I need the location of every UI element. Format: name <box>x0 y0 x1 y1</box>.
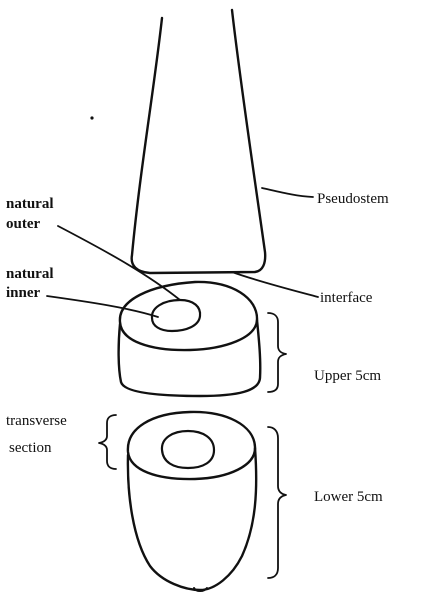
lower-top-ellipse <box>128 412 255 479</box>
lower-inner-ring <box>162 431 214 468</box>
natural-outer-label-1: natural <box>6 196 54 212</box>
pseudostem-shape <box>132 10 266 273</box>
lower-section <box>128 412 256 591</box>
upper-inner-ring <box>152 300 200 331</box>
natural-inner-label-1: natural <box>6 266 54 282</box>
natural-inner-leader <box>47 296 158 317</box>
pseudostem-leader <box>262 188 313 197</box>
transverse-label-1: transverse <box>6 413 67 429</box>
lower-bracket <box>268 427 286 578</box>
transverse-bracket <box>99 415 116 469</box>
natural-outer-leader <box>58 226 180 300</box>
pseudostem-label: Pseudostem <box>317 191 389 207</box>
upper-top-ellipse <box>120 282 257 350</box>
interface-label: interface <box>320 290 373 306</box>
transverse-label-2: section <box>9 440 52 456</box>
stray-dot <box>90 116 93 119</box>
upper-label: Upper 5cm <box>314 368 381 384</box>
natural-outer-label-2: outer <box>6 216 40 232</box>
lower-label: Lower 5cm <box>314 489 383 505</box>
interface-leader <box>232 272 318 297</box>
natural-inner-label-2: inner <box>6 285 41 301</box>
upper-bracket <box>268 313 286 392</box>
upper-section <box>119 282 261 396</box>
upper-side-body <box>119 320 261 396</box>
